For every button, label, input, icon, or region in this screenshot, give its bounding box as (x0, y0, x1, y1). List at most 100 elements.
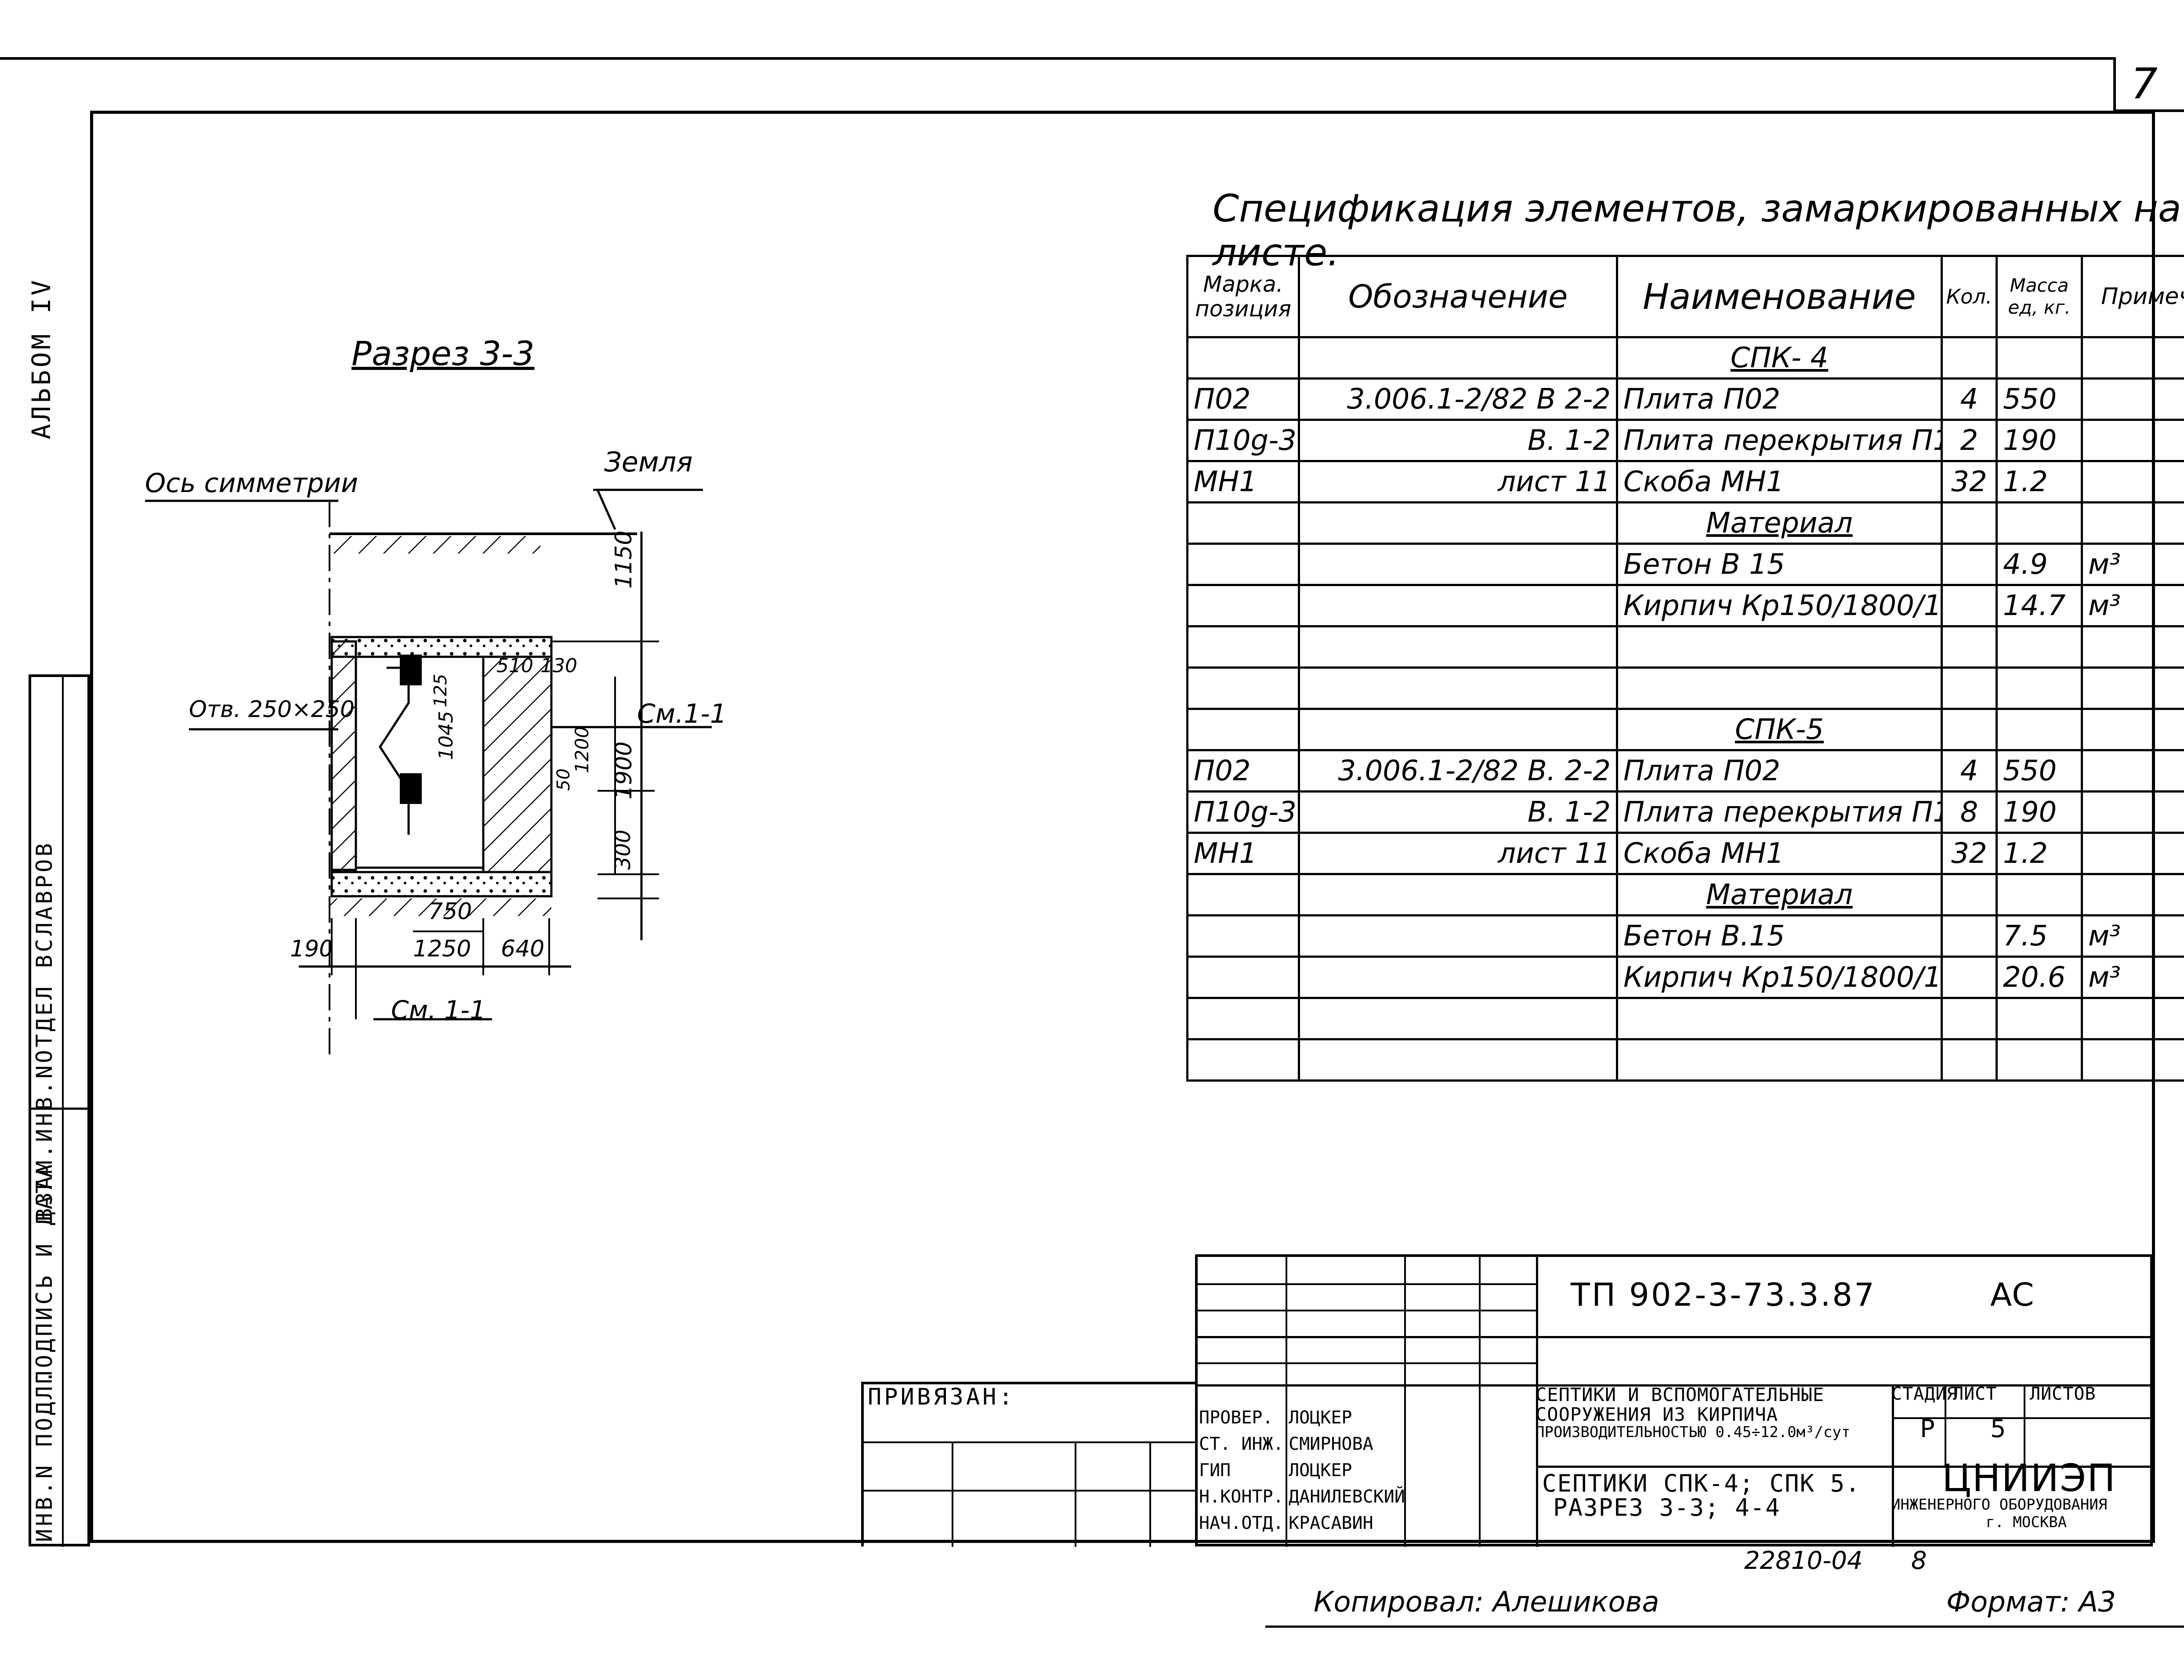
spec-cell-mark: П02 (1186, 377, 1300, 421)
spec-cell-mass (1996, 1038, 2083, 1082)
spec-cell-note (2081, 377, 2184, 421)
role-label: СТ. ИНЖ. (1199, 1434, 1284, 1454)
spec-cell-note (2081, 749, 2184, 793)
spec-cell-note (2081, 832, 2184, 875)
header-designation: Обозначение (1298, 255, 1618, 338)
signature-row: Н.КОНТР.ДАНИЛЕВСКИЙ (1197, 1485, 1531, 1511)
org-logo: ЦНИИЭП (1942, 1456, 2116, 1500)
base-slab (330, 871, 553, 898)
dim-300: 300 (611, 829, 635, 870)
role-name: ЛОЦКЕР (1289, 1460, 1352, 1481)
spec-cell-designation: лист 11 (1298, 460, 1618, 503)
archive-number: 22810-04 (1744, 1546, 1863, 1575)
spec-cell-mark: МН1 (1186, 832, 1300, 875)
role-label: НАЧ.ОТД. (1199, 1513, 1284, 1533)
spec-cell-designation (1298, 997, 1618, 1040)
archive-sheet: 8 (1911, 1546, 1927, 1575)
spec-cell-qty (1941, 501, 1998, 545)
spec-cell-mark (1186, 543, 1300, 586)
base-ground-hatch (330, 898, 551, 916)
spec-cell-note (2081, 625, 2184, 669)
spec-cell-note (2081, 873, 2184, 916)
sheet-value: 5 (1990, 1415, 2006, 1443)
spec-cell-designation: 3.006.1-2/82 В. 2-2 (1298, 749, 1618, 793)
spec-cell-mark (1186, 336, 1300, 380)
spec-cell-mass: 550 (1996, 749, 2083, 793)
project-desc-1: СЕПТИКИ И ВСПОМОГАТЕЛЬНЫЕ (1536, 1384, 1825, 1405)
top-border-line (0, 57, 2115, 60)
header-note: Примеч. (2081, 255, 2184, 338)
spec-cell-qty: 4 (1941, 749, 1998, 793)
spec-cell-note: м³ (2081, 956, 2184, 999)
spec-cell-designation (1298, 914, 1618, 958)
spec-cell-note (2081, 708, 2184, 751)
dim-640: 640 (501, 936, 545, 962)
spec-cell-mark (1186, 997, 1300, 1040)
right-wall (482, 655, 553, 873)
spec-cell-name (1616, 1038, 1943, 1082)
spec-row: СПК-5 (1186, 708, 2184, 751)
spec-cell-qty: 32 (1941, 832, 1998, 875)
sheets-label: ЛИСТОВ (2030, 1384, 2096, 1404)
stage-label: СТАДИЯ (1891, 1384, 1958, 1404)
signature-row: НАЧ.ОТД.КРАСАВИН (1197, 1511, 1531, 1538)
spec-cell-name: Плита перекрытия П10g-3 (1616, 790, 1943, 834)
spec-cell-name: Бетон В.15 (1616, 914, 1943, 958)
stage-code: АС (1990, 1276, 2034, 1313)
spec-cell-mark (1186, 625, 1300, 669)
header-mark: Марка. позиция (1186, 255, 1300, 338)
spec-cell-qty (1941, 956, 1998, 999)
see-section-right: См.1-1 (637, 699, 727, 729)
spec-cell-mass (1996, 336, 2083, 380)
ground-hatch (330, 536, 540, 554)
section-drawing (145, 489, 712, 1054)
role-name: ЛОЦКЕР (1289, 1408, 1352, 1428)
spec-cell-mark (1186, 1038, 1300, 1082)
ground-label: Земля (604, 446, 693, 478)
spec-cell-designation: В. 1-2 (1298, 790, 1618, 834)
spec-cell-qty (1941, 666, 1998, 710)
spec-cell-note (2081, 419, 2184, 462)
spec-cell-qty (1941, 914, 1998, 958)
role-label: ПРОВЕР. (1199, 1408, 1273, 1428)
title-block (1195, 1254, 2153, 1547)
spec-cell-name: Плита П02 (1616, 749, 1943, 793)
spec-cell-mass: 550 (1996, 377, 2083, 421)
spec-row (1186, 666, 2184, 710)
spec-cell-name: Плита П02 (1616, 377, 1943, 421)
header-mass: Масса ед, кг. (1996, 255, 2083, 338)
spec-cell-mass: 20.6 (1996, 956, 2083, 999)
spec-cell-name: Скоба МН1 (1616, 832, 1943, 875)
signature-row: СТ. ИНЖ.СМИРНОВА (1197, 1432, 1531, 1459)
dim-1045: 1045 (435, 711, 457, 760)
spec-cell-mass (1996, 501, 2083, 545)
org-line: ИНЖЕНЕРНОГО ОБОРУДОВАНИЯ (1891, 1496, 2108, 1513)
spec-cell-note: м³ (2081, 584, 2184, 627)
spec-cell-designation (1298, 1038, 1618, 1082)
spec-cell-qty (1941, 708, 1998, 751)
role-label: ГИП (1199, 1460, 1231, 1481)
replace-label: ВЗАМ.ИНВ.N (32, 1062, 57, 1221)
signature-row: ГИП ЛОЦКЕР (1197, 1459, 1531, 1485)
spec-cell-designation (1298, 956, 1618, 999)
spec-cell-mass: 190 (1996, 419, 2083, 462)
header-qty: Кол. (1941, 255, 1998, 338)
spec-cell-name (1616, 666, 1943, 710)
spec-cell-name (1616, 997, 1943, 1040)
opening-top (400, 655, 422, 685)
symmetry-axis-label: Ось симметрии (145, 468, 359, 499)
spec-cell-mass (1996, 625, 2083, 669)
spec-cell-designation (1298, 584, 1618, 627)
spec-cell-mass: 4.9 (1996, 543, 2083, 586)
spec-row: СПК- 4 (1186, 336, 2184, 380)
spec-cell-mark (1186, 584, 1300, 627)
spec-cell-name: Скоба МН1 (1616, 460, 1943, 503)
spec-row (1186, 625, 2184, 669)
spec-cell-note (2081, 790, 2184, 834)
stage-value: Р (1920, 1415, 1935, 1443)
